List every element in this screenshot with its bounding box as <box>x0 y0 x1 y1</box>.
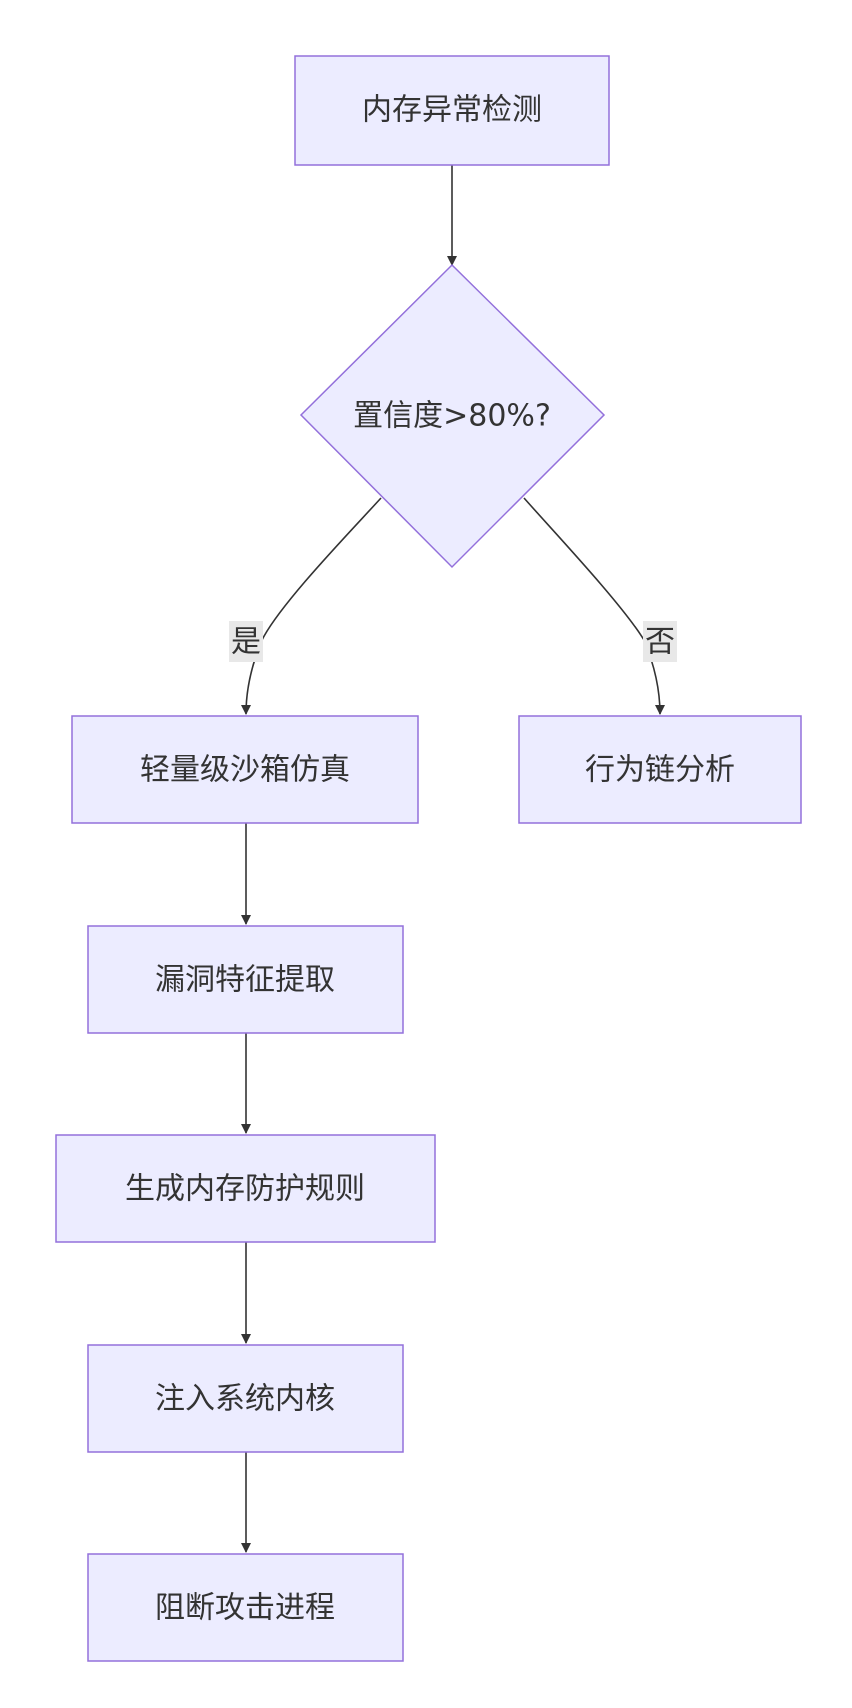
node-inject-system-kernel[interactable]: 注入系统内核 <box>87 1344 404 1453</box>
node-vuln-feature-extract[interactable]: 漏洞特征提取 <box>87 925 404 1034</box>
node-block-attack-process-label: 阻断攻击进程 <box>155 1591 335 1626</box>
edge-label-no: 否 <box>643 621 677 662</box>
edge-label-yes: 是 <box>229 621 263 662</box>
node-behavior-chain-analysis[interactable]: 行为链分析 <box>518 715 802 824</box>
edge-label-no-text: 否 <box>645 625 675 660</box>
node-block-attack-process[interactable]: 阻断攻击进程 <box>87 1553 404 1662</box>
node-memory-anomaly-detect-label: 内存异常检测 <box>362 93 542 128</box>
edge-decision-to-behavior <box>523 497 665 715</box>
node-inject-system-kernel-label: 注入系统内核 <box>155 1382 335 1417</box>
node-memory-anomaly-detect[interactable]: 内存异常检测 <box>294 55 610 166</box>
node-lightweight-sandbox-label: 轻量级沙箱仿真 <box>140 753 350 788</box>
node-gen-memory-protect-rules[interactable]: 生成内存防护规则 <box>55 1134 436 1243</box>
node-vuln-feature-extract-label: 漏洞特征提取 <box>155 963 335 998</box>
node-lightweight-sandbox[interactable]: 轻量级沙箱仿真 <box>71 715 419 824</box>
edge-decision-to-sandbox <box>241 497 382 715</box>
edge-label-yes-text: 是 <box>231 625 261 660</box>
node-confidence-decision[interactable]: 置信度>80%? <box>299 263 606 569</box>
node-confidence-decision-label: 置信度>80%? <box>353 399 551 434</box>
edges <box>241 165 665 1553</box>
node-behavior-chain-analysis-label: 行为链分析 <box>585 753 735 788</box>
node-gen-memory-protect-rules-label: 生成内存防护规则 <box>125 1172 365 1207</box>
